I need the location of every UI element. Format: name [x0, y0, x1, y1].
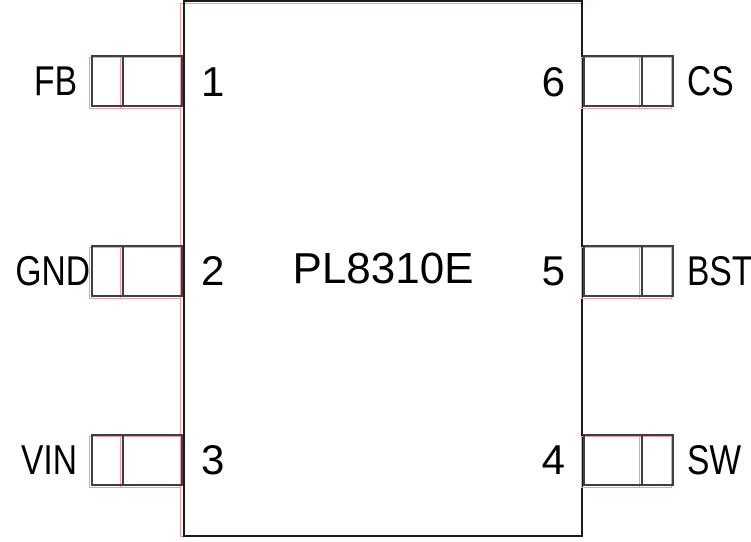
pin-red-divider [120, 247, 121, 299]
pin-red-outline [581, 436, 672, 488]
pin-divider [641, 55, 643, 107]
pin-outline [583, 55, 674, 107]
pin-number-5: 5 [541, 247, 565, 294]
pin-divider [122, 245, 124, 297]
pin-1-fb [89, 55, 183, 109]
pin-divider [641, 434, 643, 486]
pin-label-fb: FB [34, 57, 77, 104]
pin-label-sw: SW [687, 436, 742, 483]
pin-label-vin: VIN [20, 436, 78, 483]
chip-body-outline [183, 0, 583, 537]
pin-2-gnd [89, 245, 183, 299]
pin-red-divider [639, 57, 640, 109]
pin-outline [91, 434, 183, 486]
pin-label-cs: CS [687, 57, 734, 104]
pin-number-6: 6 [541, 58, 565, 105]
pin-number-3: 3 [201, 436, 225, 483]
pin-outline [583, 434, 674, 486]
pin-red-outline [89, 57, 181, 109]
pin-6-cs [581, 55, 674, 109]
pin-label-bst: BST [687, 247, 751, 294]
pin-5-bst [581, 245, 674, 299]
pin-outline [583, 245, 674, 297]
pin-3-vin [89, 434, 183, 488]
pin-4-sw [581, 434, 674, 488]
pin-number-1: 1 [201, 58, 225, 105]
pin-red-divider [120, 436, 121, 488]
pin-red-outline [89, 247, 181, 299]
pin-red-outline [581, 247, 672, 299]
pin-number-4: 4 [541, 436, 565, 483]
pin-number-2: 2 [201, 247, 225, 294]
pin-outline [91, 245, 183, 297]
pin-divider [122, 434, 124, 486]
pin-red-divider [639, 436, 640, 488]
pin-divider [641, 245, 643, 297]
pin-divider [122, 55, 124, 107]
pin-label-gnd: GND [15, 247, 91, 294]
pin-red-divider [120, 57, 121, 109]
chip-title: PL8310E [292, 244, 474, 293]
pin-red-outline [581, 57, 672, 109]
pin-red-divider [639, 247, 640, 299]
pin-red-outline [89, 436, 181, 488]
pin-outline [91, 55, 183, 107]
